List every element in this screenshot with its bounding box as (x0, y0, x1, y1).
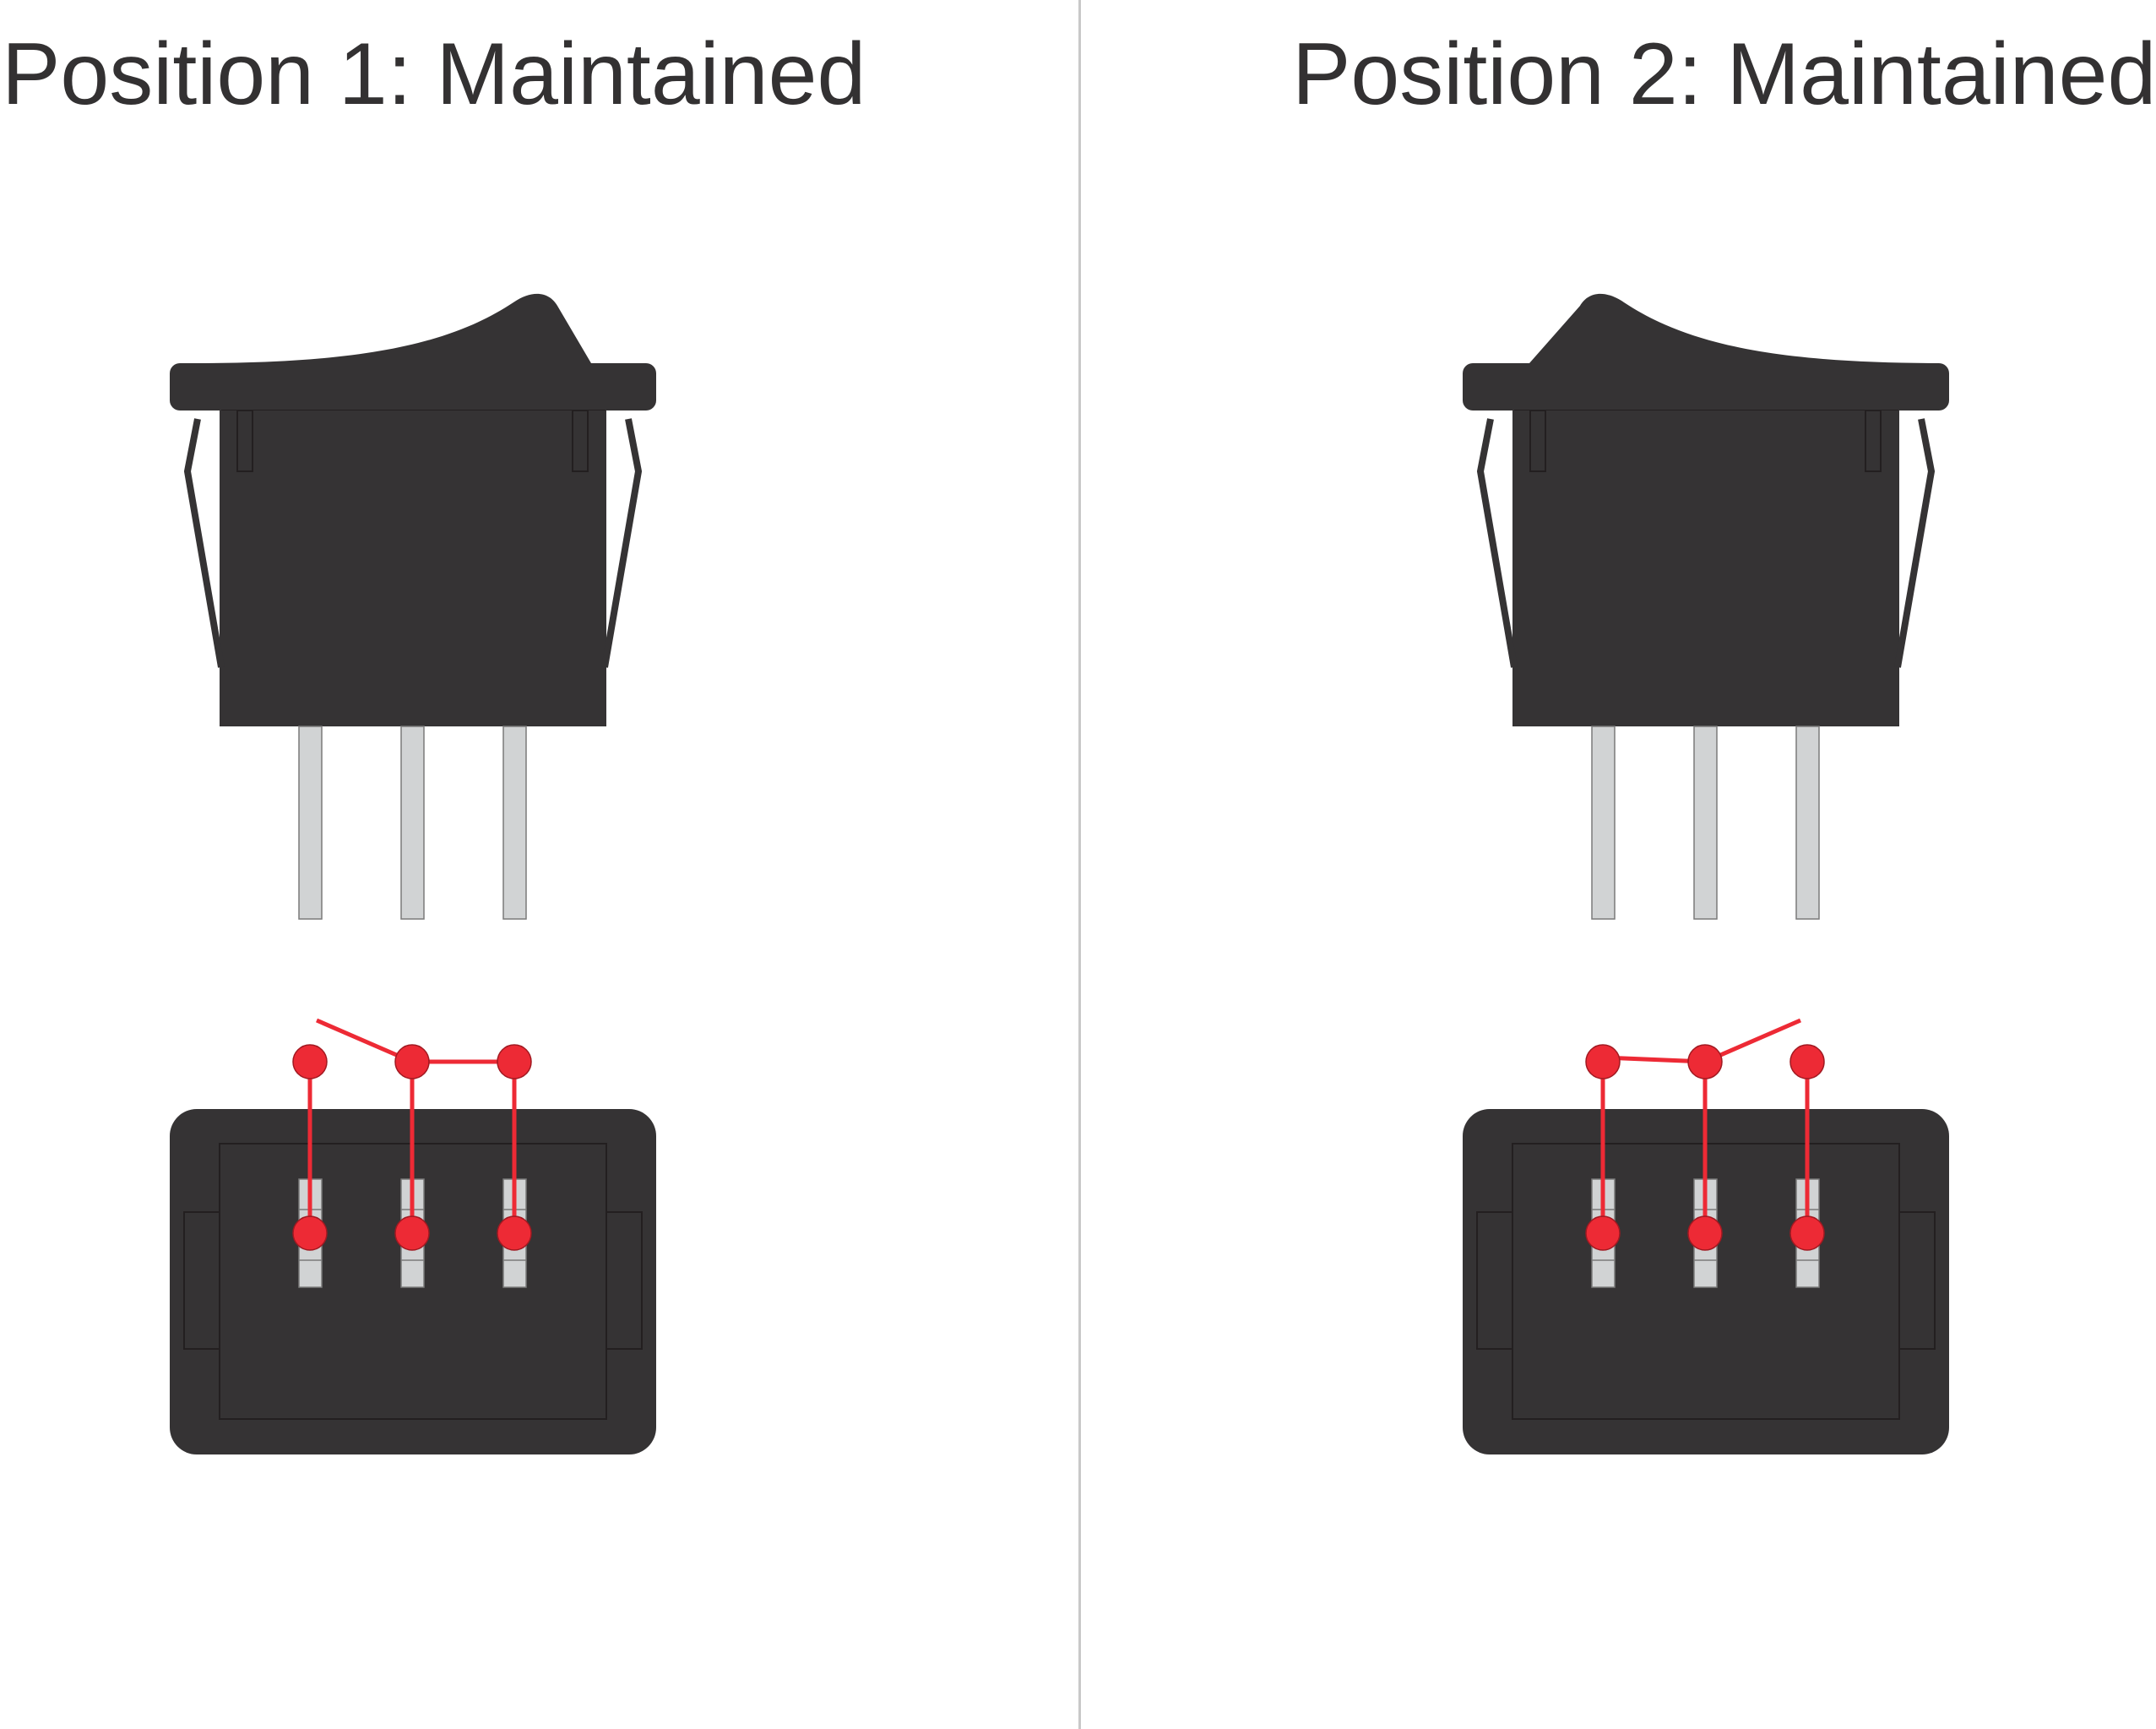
terminal-pin-2 (1693, 726, 1718, 920)
switch-housing (220, 411, 606, 726)
position-1-title: Position 1: Maintained (2, 25, 866, 123)
contact-point (292, 1044, 328, 1079)
position-2-title: Position 2: Maintained (1292, 25, 2156, 123)
terminal-pin-2 (400, 726, 425, 920)
switch-bezel (1463, 363, 1949, 411)
rocker-switch-side-view (1463, 293, 1949, 920)
terminal-point (497, 1215, 532, 1251)
contact-point (1789, 1044, 1825, 1079)
position-2-panel: Position 2: Maintained (1059, 0, 2156, 1729)
rocker-actuator (194, 293, 591, 363)
rocker-switch-bottom-view (1463, 1109, 1949, 1454)
snap-clip-right (601, 418, 643, 668)
terminal-pin-1 (298, 726, 323, 920)
switch-housing (1512, 411, 1899, 726)
terminal-point (1789, 1215, 1825, 1251)
terminal-pin-3 (1795, 726, 1820, 920)
terminal-pin-1 (1591, 726, 1616, 920)
rocker-switch-side-view (170, 293, 656, 920)
position-1-diagram (170, 293, 656, 1454)
terminal-pin-3 (502, 726, 527, 920)
terminal-point (292, 1215, 328, 1251)
terminal-point (394, 1215, 430, 1251)
position-2-diagram (1463, 293, 1949, 1454)
circuit-schematic (1585, 1018, 1825, 1251)
snap-clip-right (1894, 418, 1936, 668)
snap-clip-left (183, 418, 225, 668)
terminal-point (1585, 1215, 1621, 1251)
terminal-point (1687, 1215, 1723, 1251)
rocker-actuator (1529, 293, 1943, 363)
panel-divider (1078, 0, 1081, 1729)
contact-point (1585, 1044, 1621, 1079)
snap-clip-left (1476, 418, 1518, 668)
circuit-schematic (292, 1018, 532, 1251)
contact-point (394, 1044, 430, 1079)
position-1-panel: Position 1: Maintained (0, 0, 1059, 1729)
contact-point (1687, 1044, 1723, 1079)
switch-bezel (170, 363, 656, 411)
contact-point (497, 1044, 532, 1079)
